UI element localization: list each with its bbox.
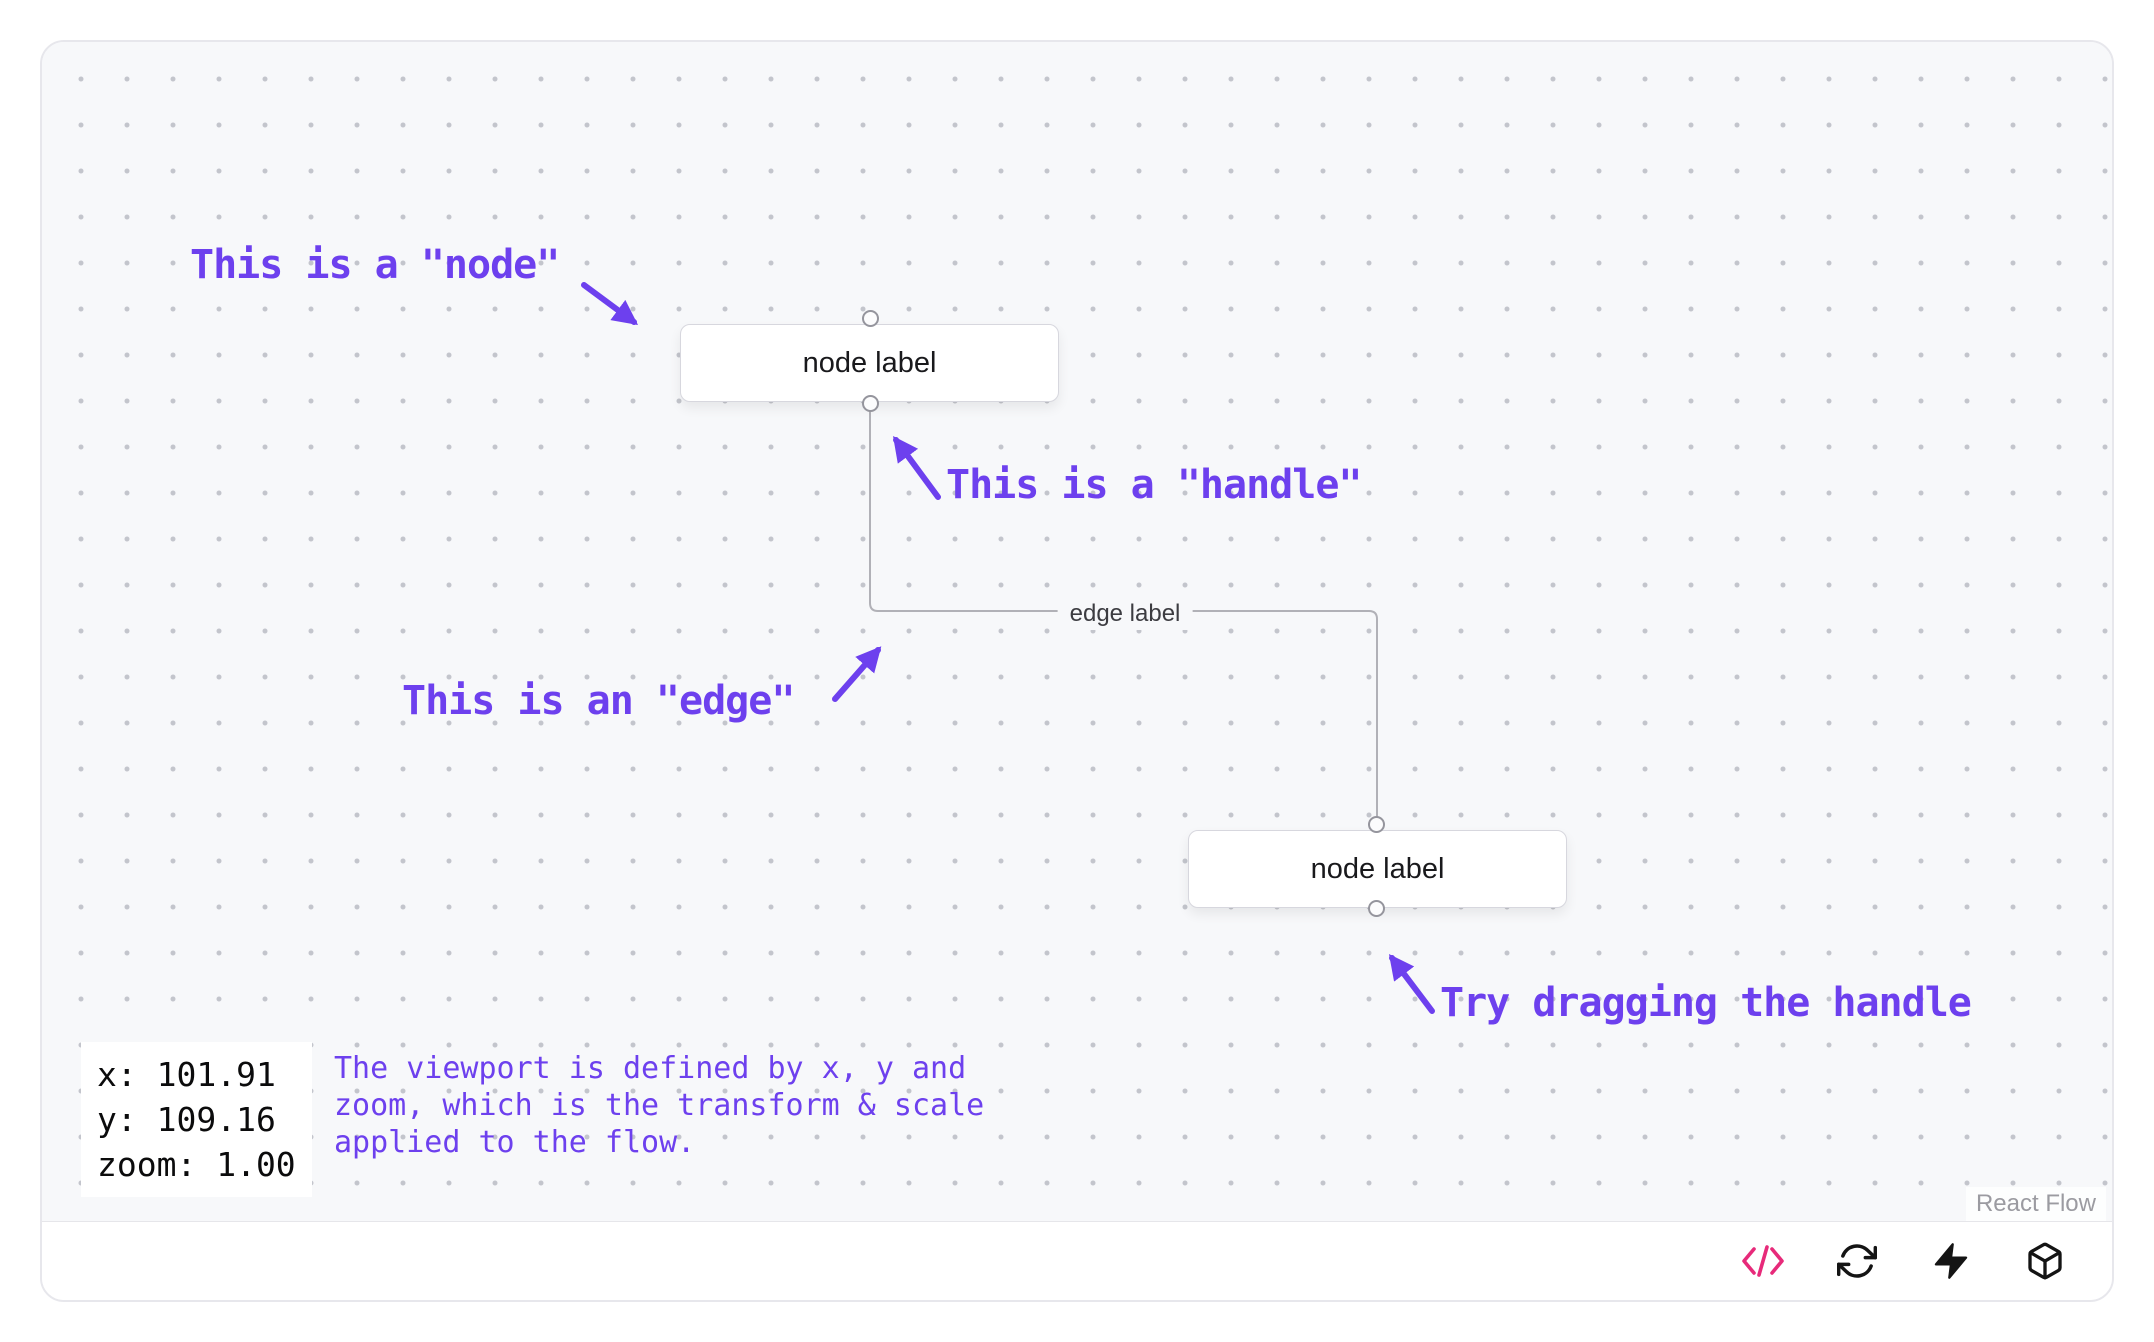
refresh-button[interactable]	[1834, 1238, 1880, 1284]
viewport-y-value: y: 109.16	[97, 1100, 276, 1139]
box-icon	[2028, 1242, 2062, 1280]
quick-actions-button[interactable]	[1928, 1238, 1974, 1284]
drag-annotation-arrow-icon	[1388, 953, 1435, 1014]
edge-label[interactable]: edge label	[1057, 598, 1193, 630]
code-icon	[1742, 1245, 1784, 1277]
flow-editor-window: edge label node label node label This is…	[40, 40, 2114, 1302]
react-flow-attribution[interactable]: React Flow	[1965, 1187, 2106, 1221]
flow-canvas-pane[interactable]: edge label node label node label This is…	[42, 42, 2112, 1225]
node-1-label: node label	[802, 346, 937, 379]
viewport-zoom-value: zoom: 1.00	[97, 1145, 296, 1184]
node-2-label: node label	[1310, 852, 1445, 885]
node-1-target-handle[interactable]	[862, 310, 879, 327]
edge-annotation-arrow-icon	[832, 646, 882, 702]
viewport-readout-panel: x: 101.91 y: 109.16 zoom: 1.00	[81, 1042, 312, 1197]
handle-annotation-text: This is a "handle"	[946, 462, 1362, 508]
viewport-x-value: x: 101.91	[97, 1055, 276, 1094]
show-code-button[interactable]	[1740, 1238, 1786, 1284]
node-annotation-arrow-icon	[581, 282, 639, 325]
zap-icon	[1934, 1243, 1968, 1279]
edge-and-arrows-layer	[581, 282, 1435, 1014]
node-2-target-handle[interactable]	[1368, 816, 1385, 833]
edge-annotation-text: This is an "edge"	[402, 678, 795, 724]
viewport-description-text: The viewport is defined by x, y and zoom…	[334, 1051, 985, 1160]
codesandbox-button[interactable]	[2022, 1238, 2068, 1284]
drag-annotation-text: Try dragging the handle	[1440, 980, 1972, 1026]
bottom-toolbar	[42, 1221, 2112, 1300]
node-1-source-handle[interactable]	[862, 395, 879, 412]
node-1[interactable]: node label	[680, 324, 1059, 402]
node-annotation-text: This is a "node"	[190, 242, 560, 288]
node-2[interactable]: node label	[1188, 830, 1567, 908]
refresh-icon	[1837, 1244, 1877, 1278]
handle-annotation-arrow-icon	[893, 435, 941, 500]
node-2-source-handle[interactable]	[1368, 900, 1385, 917]
